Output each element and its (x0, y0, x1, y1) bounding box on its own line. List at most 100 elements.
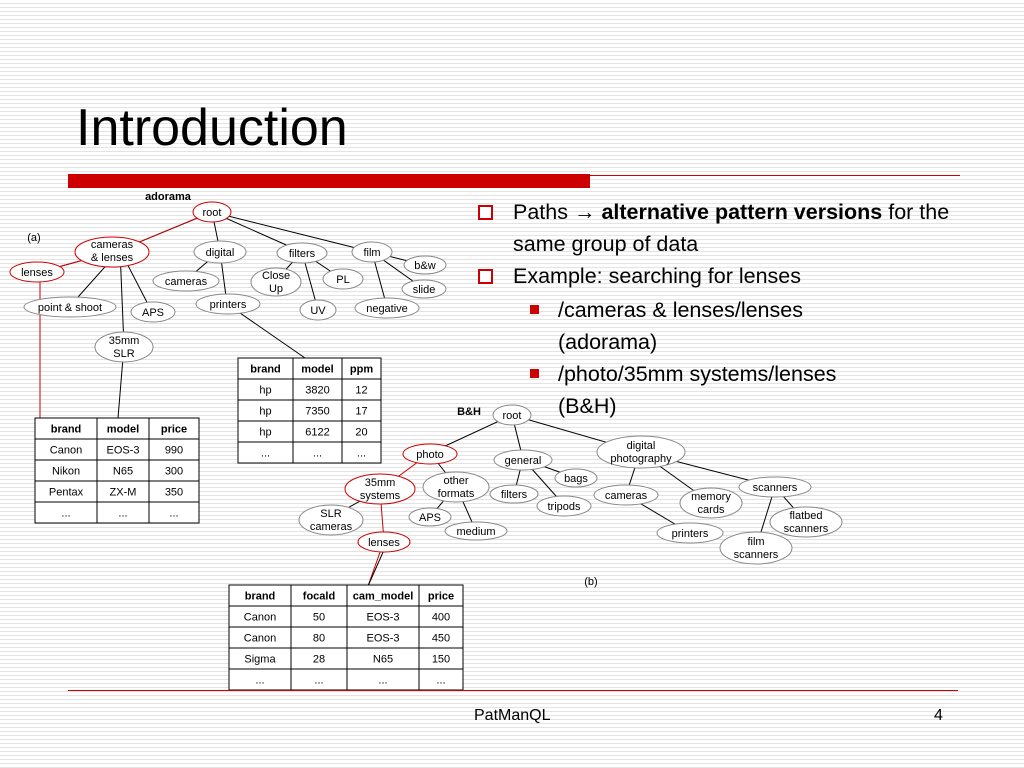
printer-table-cell: 3820 (305, 385, 329, 397)
printer-table-cell: 7350 (305, 406, 329, 418)
lens-table-b-cell: ... (314, 675, 323, 687)
lens-table-b-cell: Canon (244, 633, 276, 645)
lens-table-b-cell: ... (436, 675, 445, 687)
node-a-aps (130, 301, 176, 323)
node-b-aps-label: APS (419, 512, 441, 524)
node-a-pl (322, 268, 364, 290)
lens-table-a-cell: Pentax (49, 487, 84, 499)
node-a-point-shoot (23, 296, 117, 318)
node-b-filmscan-label1: film (747, 536, 764, 548)
node-a-root (192, 201, 232, 223)
node-a-uv-label: UV (310, 305, 326, 317)
lens-table-a-cell: Nikon (52, 466, 80, 478)
lens-table-a-header-cell: model (107, 424, 139, 436)
lens-table-a-cell: Canon (50, 445, 82, 457)
node-a-filters (276, 242, 328, 264)
bullet-paths-bold: alternative pattern versions (601, 200, 883, 224)
lens-table-b-cell: 50 (313, 612, 325, 624)
node-a-printers (195, 293, 261, 315)
node-a-cameras-label: cameras (165, 276, 208, 288)
sub-bullet-bh: /photo/35mm systems/lenses (B&H) (478, 358, 1024, 422)
bullet-list: Paths → alternative pattern versions for… (478, 196, 998, 418)
diagram-b-labels: B&H (b) root photo general digital photo… (310, 406, 829, 588)
lens-table-b-cell: Sigma (244, 654, 276, 666)
node-b-root-label: root (503, 410, 522, 422)
sub-bullet-adorama: /cameras & lenses/lenses (adorama) (478, 294, 1024, 358)
node-a-film-label: film (363, 247, 380, 259)
node-b-medium-label: medium (456, 526, 495, 538)
node-b-filters (489, 484, 539, 504)
lens-table-a-header-cell: price (161, 424, 187, 436)
node-b-film-scanners (719, 531, 793, 565)
node-b-memory-label2: cards (698, 504, 725, 516)
node-b-general (493, 449, 553, 471)
page-number: 4 (934, 707, 943, 724)
lens-table-a-header-cell: brand (51, 424, 82, 436)
printer-table-cell: 6122 (305, 427, 329, 439)
diagram-a-nodes (9, 201, 447, 363)
node-a-35mm-label2: SLR (113, 348, 134, 360)
node-a-printers-label: printers (210, 299, 247, 311)
node-a-slide (401, 279, 447, 299)
node-b-printers (656, 522, 724, 544)
lens-table-b-cell: 28 (313, 654, 325, 666)
hollow-square-bullet-icon (478, 205, 493, 220)
lens-table-b-cell: 450 (432, 633, 450, 645)
lens-table-b-frame (228, 584, 464, 691)
title-underline-rule (590, 175, 960, 176)
node-b-photo-label: photo (416, 449, 444, 461)
sub-bullet-adorama-line2: (adorama) (558, 330, 658, 354)
printer-table-cell: ... (313, 448, 322, 460)
printer-table-cell: 17 (355, 406, 367, 418)
printer-table-cell: 20 (355, 427, 367, 439)
hollow-square-bullet-icon (478, 269, 493, 284)
bullet-example: Example: searching for lenses (478, 260, 998, 292)
lens-table-a-cell: ZX-M (110, 487, 137, 499)
node-a-cameras (152, 270, 220, 292)
lens-table-a-cell: ... (169, 508, 178, 520)
footer-rule (68, 690, 958, 691)
sub-bullet-bh-line1: /photo/35mm systems/lenses (558, 362, 837, 386)
node-b-cameras (593, 484, 659, 506)
lens-table-b-header-cell: focald (303, 591, 335, 603)
node-b-35mm-systems (344, 473, 416, 505)
node-a-lenses (9, 261, 65, 283)
filled-square-bullet-icon (530, 305, 539, 314)
node-b-memory-cards (679, 487, 743, 519)
node-b-general-label: general (505, 455, 542, 467)
bullet-paths: Paths → alternative pattern versions for… (478, 196, 998, 260)
node-b-aps (408, 507, 452, 527)
node-b-bags-label: bags (564, 473, 588, 485)
node-a-aps-label: APS (142, 307, 164, 319)
node-a-negative (354, 297, 420, 319)
node-b-lenses (357, 531, 411, 553)
node-b-35mm-label2: systems (360, 490, 401, 502)
node-b-memory-label1: memory (691, 491, 731, 503)
node-b-flatbed-label1: flatbed (789, 510, 822, 522)
lens-table-b-header-cell: cam_model (353, 591, 414, 603)
printer-table-frame (237, 357, 382, 464)
diagram-b-nodes (298, 404, 843, 565)
lens-table-b-cell: 150 (432, 654, 450, 666)
node-b-filmscan-label2: scanners (734, 549, 779, 561)
diagram-a-tag: (a) (27, 232, 40, 244)
printer-table-cell: ... (357, 448, 366, 460)
lens-table-a-cell: 990 (165, 445, 183, 457)
node-b-other-label1: other (443, 475, 468, 487)
node-b-slr-cameras (298, 504, 364, 536)
printer-table-header-cell: model (301, 364, 333, 376)
node-b-digital-label2: photography (610, 453, 672, 465)
node-a-closeup-label2: Up (269, 283, 283, 295)
filled-square-bullet-icon (530, 369, 539, 378)
lens-table-b-cell: EOS-3 (366, 633, 399, 645)
adorama-site-label: adorama (145, 191, 192, 203)
printer-table-cell: 12 (355, 385, 367, 397)
node-a-35mm-label1: 35mm (109, 335, 140, 347)
lens-table-b-cell: Canon (244, 612, 276, 624)
lens-table-b-cell: N65 (373, 654, 393, 666)
lens-table-a-frame (34, 417, 200, 524)
node-a-bw-label: b&w (414, 260, 435, 272)
node-a-bw (403, 255, 447, 275)
